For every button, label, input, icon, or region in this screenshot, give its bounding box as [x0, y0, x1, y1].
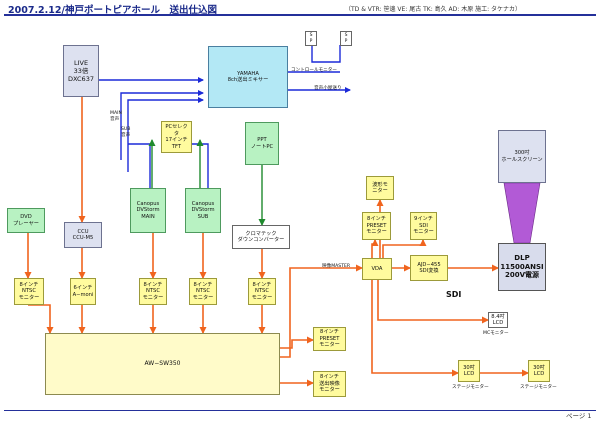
speaker-left: S P [305, 31, 317, 46]
label-mc-monitor: MCモニター [483, 331, 509, 336]
canopus-dvstorm-sub: Canopus DVStorm SUB [185, 188, 221, 233]
label-main-audio: MAIN 音声 [110, 111, 122, 122]
monitor-6in-amoni: 6インチ A−moni [70, 278, 96, 305]
header-rule [4, 14, 596, 16]
monitor-8in-ntsc-sub: 8インチ NTSC モニター [189, 278, 217, 305]
speaker-right: S P [340, 31, 352, 46]
label-stage-monitor-1: ステージモニター [452, 385, 489, 390]
monitor-8in-program: 8インチ 送出映像 モニター [313, 371, 346, 397]
footer-rule [4, 410, 596, 411]
monitor-8in-ntsc-dvd: 8インチ NTSC モニター [14, 278, 44, 305]
dlp-projector: DLP 11500ANSI 200V電源 [498, 243, 546, 291]
ajd-455-sdi-converter: AJD−455 SDI変換 [410, 255, 448, 281]
lcd-30in-stage-1: 30吋 LCD [458, 360, 480, 382]
aw-sw350-switcher: AW−SW350 [45, 333, 280, 395]
monitor-8in-ntsc-chroma: 8インチ NTSC モニター [248, 278, 276, 305]
live-camera-dxc637: LIVE 33倍 DXC637 [63, 45, 99, 97]
waveform-monitor: 波形モ ニター [366, 176, 394, 200]
canopus-dvstorm-main: Canopus DVStorm MAIN [130, 188, 166, 233]
ccu-m5: CCU CCU-M5 [64, 222, 102, 248]
pc-selector-tft: PCセレク タ 17インチ TFT [161, 121, 192, 153]
monitor-9in-sdi: 9インチ SDI モニター [410, 212, 437, 240]
projection-beam [503, 182, 541, 244]
monitor-8in-preset: 8インチ PRESET モニター [313, 327, 346, 351]
vda-distributor: VDA [362, 258, 392, 280]
page-number: ページ 1 [566, 412, 592, 420]
label-audio-to-booth: 音声小屋送り [314, 86, 342, 91]
monitor-8in-preset-vda: 8インチ PRESET モニター [362, 212, 391, 240]
lcd-30in-stage-2: 30吋 LCD [528, 360, 550, 382]
label-sdi: SDI [446, 290, 462, 299]
monitor-8in-ntsc-main: 8インチ NTSC モニター [139, 278, 167, 305]
dvd-player: DVD プレーヤー [7, 208, 45, 233]
chromatek-downconverter: クロマテック ダウンコンバーター [232, 225, 290, 249]
label-sub-audio: SUB 音声 [121, 127, 131, 138]
yamaha-mixer: YAMAHA 8ch送出ミキサー [208, 46, 288, 108]
ppt-notebook: PPT ノートPC [245, 122, 279, 165]
lcd-8-4in: 8.4吋 LCD [488, 312, 508, 328]
video-green-lines [148, 139, 266, 226]
credits: （TD & VTR: 笹邊 VE: 尾古 TK: 島久 AD: 木原 施工: タ… [345, 6, 522, 13]
label-video-master: 映像MASTER [322, 264, 351, 269]
label-control-monitor: コントロールモニター [291, 68, 337, 73]
label-stage-monitor-2: ステージモニター [520, 385, 557, 390]
page-title: 2007.2.12/神戸ポートピアホール 送出仕込図 [8, 5, 217, 16]
hall-screen-300in: 300吋 ホールスクリーン [498, 130, 546, 183]
